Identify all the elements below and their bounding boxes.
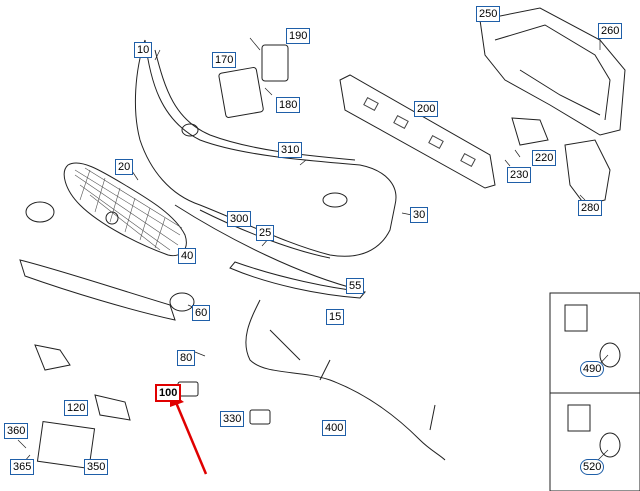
callout-250[interactable]: 250 [476,6,501,22]
callout-520[interactable]: 520 [580,459,605,475]
bumper-lower-lip [174,204,361,291]
callout-40[interactable]: 40 [178,248,197,264]
beam-slot-4 [460,152,476,168]
callout-20[interactable]: 20 [115,159,134,175]
lower-grille [19,259,176,321]
sensor-bracket [218,67,264,118]
callout-400[interactable]: 400 [322,420,347,436]
callout-230[interactable]: 230 [507,167,532,183]
fog-panel-upper [549,292,640,394]
callout-350[interactable]: 350 [84,459,109,475]
bumper-beam [339,74,496,189]
callout-220[interactable]: 220 [532,150,557,166]
fog-opening-left [181,123,199,137]
callout-330[interactable]: 330 [220,411,245,427]
callout-10[interactable]: 10 [134,42,153,58]
callout-120[interactable]: 120 [64,400,89,416]
radar-sensor [261,44,289,82]
radiator-support [479,7,626,136]
fog-opening-right [322,192,348,208]
callout-365[interactable]: 365 [10,459,35,475]
callout-280[interactable]: 280 [578,200,603,216]
beam-slot-2 [393,114,409,130]
emblem [105,211,119,225]
callout-55[interactable]: 55 [346,278,365,294]
callout-200[interactable]: 200 [414,101,439,117]
lower-spoiler [229,261,366,299]
highlight-arrow [173,399,208,475]
grille-mesh [74,167,183,251]
wiring-harness [245,299,446,461]
callout-300[interactable]: 300 [227,211,252,227]
callout-180[interactable]: 180 [276,97,301,113]
callout-310[interactable]: 310 [278,142,303,158]
callout-25[interactable]: 25 [256,225,275,241]
mount-bracket-right [249,409,271,425]
radiator-support-inner [494,24,611,121]
air-duct [564,139,611,206]
fog-bezel-right [169,292,195,312]
fog-lamp-lower [599,432,621,458]
callout-260[interactable]: 260 [598,23,623,39]
callout-60[interactable]: 60 [192,305,211,321]
bumper-cover-inner [154,49,356,161]
beam-slot-1 [363,96,379,112]
bumper-cover [134,39,397,257]
callout-360[interactable]: 360 [4,423,29,439]
license-plate-panel [36,421,96,469]
callout-80[interactable]: 80 [177,350,196,366]
fog-bezel-left [25,201,55,223]
callout-15[interactable]: 15 [326,309,345,325]
callout-170[interactable]: 170 [212,52,237,68]
fog-panel-lower [549,392,640,491]
callout-30[interactable]: 30 [410,207,429,223]
bracket-220 [511,117,549,146]
callout-190[interactable]: 190 [286,28,311,44]
tow-cover-right [94,394,131,421]
callout-100[interactable]: 100 [155,384,182,402]
fog-lamp-housing-lower [567,404,591,432]
tow-cover-left [34,344,71,371]
beam-slot-3 [428,134,444,150]
fog-lamp-housing-upper [564,304,588,332]
callout-490[interactable]: 490 [580,361,605,377]
fog-lamp-upper [599,342,621,368]
